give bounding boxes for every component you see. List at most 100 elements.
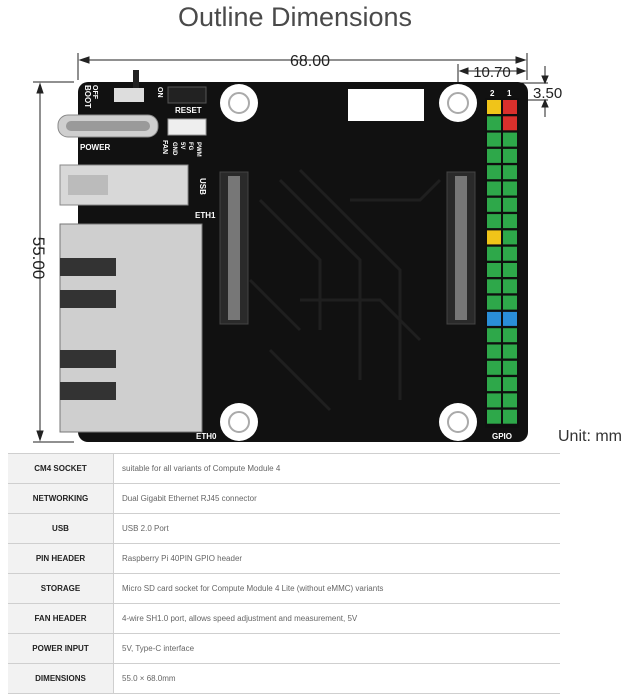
spec-value: USB 2.0 Port — [113, 513, 560, 544]
spec-value: 4-wire SH1.0 port, allows speed adjustme… — [113, 603, 560, 634]
gpio-pin — [503, 181, 517, 196]
gpio-pin — [487, 263, 501, 277]
gpio-pin — [503, 393, 517, 408]
on-label: ON — [156, 87, 163, 98]
pcb-traces — [248, 168, 442, 412]
board-outline-diagram: 68.00 10.70 3.50 55.00 — [29, 53, 562, 443]
gpio-header — [485, 98, 519, 428]
ethernet-openings — [60, 258, 116, 400]
gpio-pin — [487, 279, 501, 294]
gpio-pin — [503, 263, 517, 277]
gpio-pin — [487, 116, 501, 131]
gnd-label: GND — [171, 142, 177, 156]
fan-header — [167, 118, 207, 136]
fan-5v-label: 5V — [179, 142, 185, 149]
silkscreen-labels: BOOT OFF ON RESET POWER FAN GND 5V FG PW… — [80, 85, 512, 441]
spec-key: NETWORKING — [8, 483, 114, 514]
off-label: OFF — [91, 85, 98, 100]
spec-key: PIN HEADER — [8, 543, 114, 574]
gpio-pin — [487, 230, 501, 245]
gpio-pin — [503, 409, 517, 424]
gpio-pin — [503, 132, 517, 147]
gpio-pin — [503, 197, 517, 212]
spec-key: FAN HEADER — [8, 603, 114, 634]
boot-switch — [114, 88, 144, 102]
label-sticker — [348, 89, 424, 121]
pwm-label: PWM — [195, 142, 201, 157]
spec-key: DIMENSIONS — [8, 663, 114, 694]
cm4-connectors — [219, 171, 476, 325]
gpio-pin — [503, 344, 517, 359]
gpio-pin — [503, 246, 517, 261]
spec-value: Micro SD card socket for Compute Module … — [113, 573, 560, 604]
gpio-pin — [487, 393, 501, 408]
gpio-pin — [503, 165, 517, 180]
gpio-pin — [503, 295, 517, 310]
gpio-pin — [503, 311, 517, 326]
gpio-pin — [487, 132, 501, 147]
spec-value: 55.0 × 68.0mm — [113, 663, 560, 694]
gpio-pin — [487, 377, 501, 392]
gpio-pin — [503, 328, 517, 343]
unit-label: Unit: mm — [558, 428, 622, 445]
gpio-pin — [503, 279, 517, 294]
boot-switch-lever — [133, 70, 139, 88]
gpio-pin — [487, 311, 501, 326]
eth0-label: ETH0 — [196, 432, 217, 441]
gpio-pin — [487, 165, 501, 180]
gpio-pin — [503, 360, 517, 375]
gpio-pin — [487, 181, 501, 196]
hole-inset-dimension: 3.50 — [533, 85, 562, 102]
gpio-pin — [487, 409, 501, 424]
fan-label: FAN — [161, 140, 168, 154]
spec-key: USB — [8, 513, 114, 544]
height-dimension: 55.00 — [29, 237, 48, 280]
mounting-holes — [220, 84, 477, 441]
gpio-pin — [487, 214, 501, 229]
pin1-label: 1 — [507, 89, 512, 98]
spec-value: Raspberry Pi 40PIN GPIO header — [113, 543, 560, 574]
gpio-pin — [487, 360, 501, 375]
pin2-label: 2 — [490, 89, 495, 98]
gpio-pin — [503, 100, 517, 114]
reset-label: RESET — [175, 106, 202, 115]
hole-offset-dimension: 10.70 — [473, 64, 511, 81]
usb-c-opening — [66, 121, 150, 131]
power-label: POWER — [80, 143, 110, 152]
width-dimension: 68.00 — [290, 53, 330, 70]
fg-label: FG — [187, 142, 193, 151]
gpio-pin — [487, 295, 501, 310]
page-title: Outline Dimensions — [177, 2, 413, 32]
gpio-pin — [503, 148, 517, 163]
spec-value: Dual Gigabit Ethernet RJ45 connector — [113, 483, 560, 514]
gpio-pin — [487, 328, 501, 343]
spec-key: STORAGE — [8, 573, 114, 604]
gpio-label: GPIO — [492, 432, 512, 441]
gpio-pin — [487, 197, 501, 212]
boot-label: BOOT — [83, 85, 92, 108]
spec-value: 5V, Type-C interface — [113, 633, 560, 664]
gpio-pin — [503, 230, 517, 245]
gpio-pin — [487, 246, 501, 261]
ethernet-jack — [59, 223, 203, 433]
gpio-pin — [487, 344, 501, 359]
spec-key: CM4 SOCKET — [8, 453, 114, 484]
gpio-pin — [503, 116, 517, 131]
usb-label: USB — [198, 178, 207, 195]
usb-tongue — [68, 175, 108, 195]
gpio-pin — [503, 377, 517, 392]
eth1-label: ETH1 — [195, 211, 216, 220]
gpio-pin — [503, 214, 517, 229]
reset-button — [167, 86, 207, 104]
spec-key: POWER INPUT — [8, 633, 114, 664]
gpio-pin — [487, 100, 501, 114]
